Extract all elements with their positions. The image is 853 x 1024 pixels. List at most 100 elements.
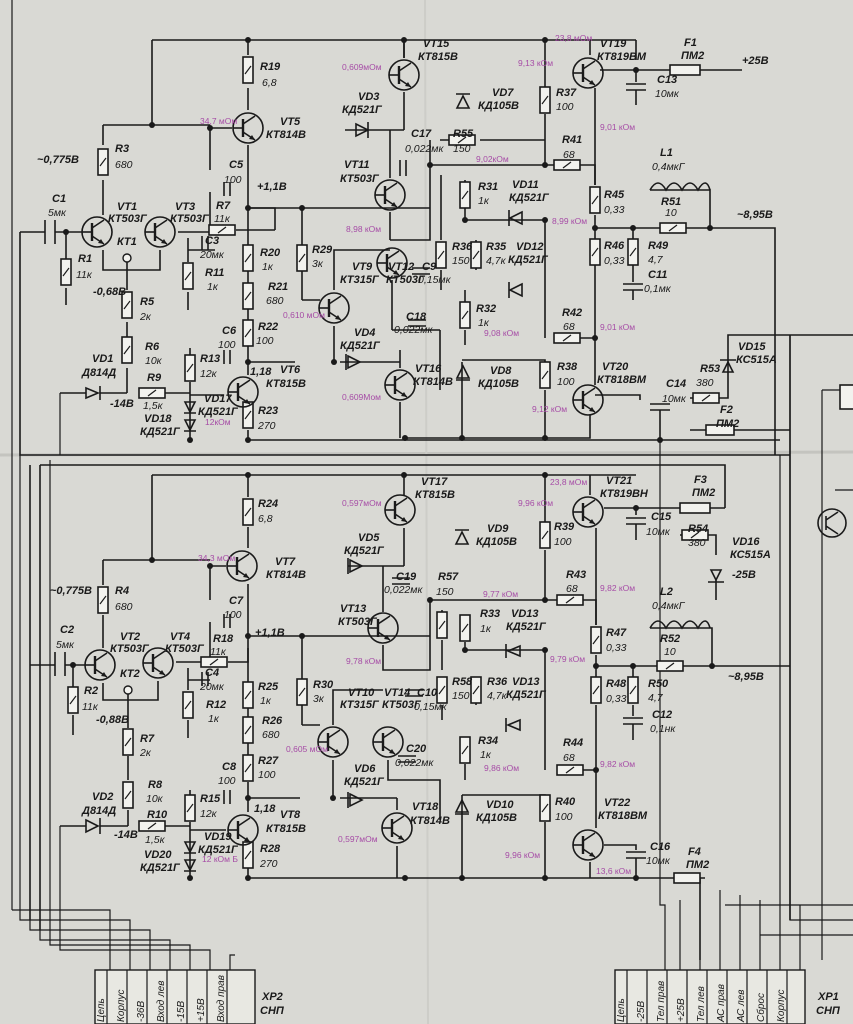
component-label: ~0,775В bbox=[50, 585, 92, 597]
component-label: 10 bbox=[665, 207, 677, 219]
transistor-vt7 bbox=[226, 550, 258, 582]
measurement-annotation: 9,13 кОм bbox=[518, 58, 553, 68]
component-label: C3 bbox=[205, 235, 219, 247]
component-label: R36 bbox=[452, 241, 473, 253]
component-label: 68 bbox=[563, 149, 575, 161]
component-label: КТ814В bbox=[410, 815, 450, 827]
connector-pin-label: Сброс bbox=[755, 993, 767, 1022]
component-label: R52 bbox=[660, 633, 680, 645]
component-label: 20мк bbox=[199, 681, 225, 693]
component-label: C13 bbox=[657, 74, 677, 86]
component-label: 150 bbox=[436, 586, 454, 598]
component-label: 20мк bbox=[199, 249, 225, 261]
component-label: R40 bbox=[555, 796, 576, 808]
component-label: XP1 bbox=[817, 991, 839, 1003]
component-label: 11к bbox=[214, 213, 231, 225]
component-label: ~8,95В bbox=[737, 209, 773, 221]
component-label: R50 bbox=[648, 678, 669, 690]
component-label: 4,7 bbox=[648, 692, 664, 704]
component-label: 2к bbox=[139, 747, 152, 759]
resistor-mark bbox=[244, 253, 252, 263]
component-label: 10мк bbox=[646, 855, 671, 867]
component-label: КТ819ВН bbox=[600, 488, 649, 500]
measurement-annotation: 9,08 кОм bbox=[484, 328, 519, 338]
resistor-mark bbox=[244, 850, 252, 860]
component-label: 3к bbox=[312, 258, 324, 270]
component-label: 5мк bbox=[48, 207, 67, 219]
component-label: VD17 bbox=[204, 393, 232, 405]
component-label: VT3 bbox=[175, 201, 195, 213]
component-label: R51 bbox=[661, 196, 681, 208]
resistor-mark bbox=[123, 345, 131, 355]
resistor-mark bbox=[461, 745, 469, 755]
component-label: 10 bbox=[664, 646, 676, 658]
component-label: КД521Г bbox=[509, 192, 550, 204]
measurement-annotation: 9,79 кОм bbox=[550, 654, 585, 664]
connector-pin-label: Вход лев bbox=[156, 980, 167, 1022]
measurement-annotation: 9,86 кОм bbox=[484, 763, 519, 773]
component-label: VT17 bbox=[421, 476, 448, 488]
resistor-mark bbox=[147, 389, 157, 397]
component-label: 1к bbox=[262, 261, 274, 273]
resistor-mark bbox=[438, 620, 446, 630]
component-label: КТ815В bbox=[418, 51, 458, 63]
inductors-and-fuses bbox=[649, 64, 735, 884]
transistor-vt17 bbox=[384, 494, 416, 526]
measurement-annotation: 13,6 кОм bbox=[596, 866, 631, 876]
measurement-annotation: 34,3 мОм bbox=[198, 553, 235, 563]
component-label: 100 bbox=[256, 335, 274, 347]
component-label: VT19 bbox=[600, 38, 627, 50]
component-label: VT2 bbox=[120, 631, 140, 643]
resistor-mark bbox=[665, 662, 675, 670]
component-label: F3 bbox=[694, 474, 707, 486]
transistor-vt18 bbox=[381, 812, 413, 844]
component-label: R24 bbox=[258, 498, 278, 510]
component-label: 1,5к bbox=[143, 400, 164, 412]
measurement-annotation: 9,77 кОм bbox=[483, 589, 518, 599]
component-label: 100 bbox=[556, 101, 574, 113]
capacitor-symbols bbox=[201, 160, 430, 804]
component-label: 0,022мк bbox=[384, 584, 423, 596]
connector-pin-label: Тел прав bbox=[656, 981, 667, 1022]
component-label: -25В bbox=[732, 569, 756, 581]
labels-layer: VT15КТ815ВVT19КТ819ВМF1ПМ2+25ВR196,8VD3К… bbox=[37, 37, 841, 1017]
component-label: 1к bbox=[207, 281, 219, 293]
component-label: КТ2 bbox=[120, 668, 140, 680]
component-label: ПМ2 bbox=[681, 50, 704, 62]
component-label: 10к bbox=[145, 355, 163, 367]
component-label: КД521Г bbox=[506, 689, 547, 701]
component-label: 150 bbox=[453, 143, 471, 155]
component-label: -0,68В bbox=[93, 286, 126, 298]
fuse-f4 bbox=[673, 872, 701, 884]
transistor-vt11 bbox=[374, 179, 406, 211]
component-label: КС515А bbox=[730, 549, 771, 561]
resistor-mark bbox=[629, 685, 637, 695]
resistor-mark bbox=[69, 695, 77, 705]
component-label: КД521Г bbox=[344, 545, 385, 557]
component-label: R35 bbox=[486, 241, 507, 253]
component-label: 0,022мк bbox=[395, 757, 434, 769]
component-label: 100 bbox=[258, 769, 276, 781]
component-label: VT12 bbox=[388, 261, 414, 273]
resistor-mark bbox=[123, 300, 131, 310]
resistor-mark bbox=[472, 685, 480, 695]
transistor-vt13 bbox=[367, 612, 399, 644]
component-label: R26 bbox=[262, 715, 283, 727]
component-label: 680 bbox=[266, 295, 284, 307]
resistor-mark bbox=[186, 363, 194, 373]
component-label: R29 bbox=[312, 244, 333, 256]
fuse-f3 bbox=[679, 502, 711, 514]
resistor-mark bbox=[298, 687, 306, 697]
component-label: R18 bbox=[213, 633, 234, 645]
transistor-vt9 bbox=[318, 292, 350, 324]
component-label: 100 bbox=[224, 609, 242, 621]
component-label: F1 bbox=[684, 37, 697, 49]
component-label: VT13 bbox=[340, 603, 366, 615]
component-label: VT14 bbox=[384, 687, 410, 699]
components-layer bbox=[60, 56, 720, 869]
transistor-vt1 bbox=[81, 216, 113, 248]
component-label: 12к bbox=[200, 368, 218, 380]
component-label: VD5 bbox=[358, 532, 380, 544]
